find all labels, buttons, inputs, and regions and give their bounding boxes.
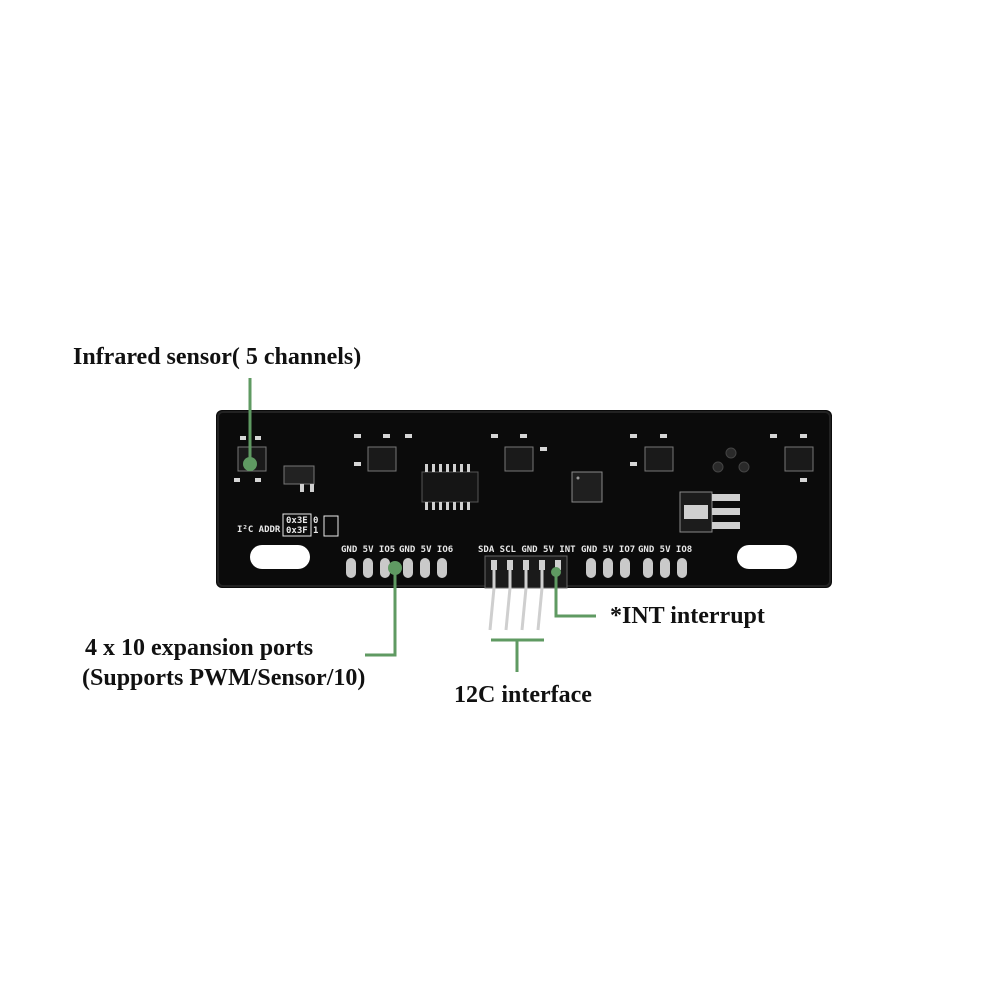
ir-sensor-3 (491, 434, 547, 472)
expansion-ports-callout-line1: 4 x 10 expansion ports (85, 635, 314, 661)
header-label-i2c: SDA SCL GND 5V INT (478, 545, 576, 555)
header-label-io5: GND 5V IO5 (341, 545, 395, 555)
expansion-marker (388, 561, 402, 575)
ir-sensor-5 (770, 434, 814, 482)
transistor (283, 465, 315, 492)
addr-bit-1: 1 (313, 526, 318, 536)
header-label-io7: GND 5V IO7 (581, 545, 635, 555)
shift-register-chip (421, 464, 479, 510)
expansion-ports-callout-line2: (Supports PWM/Sensor/10) (82, 665, 366, 691)
pads-io7-io8 (586, 558, 687, 578)
header-label-io6: GND 5V IO6 (399, 545, 453, 555)
i2c-interface-callout: 12C interface (454, 682, 592, 708)
int-marker (551, 567, 561, 577)
addr-label: I²C ADDR (237, 525, 281, 535)
mcu-chip (571, 471, 603, 503)
vias (712, 447, 750, 473)
header-label-io8: GND 5V IO8 (638, 545, 692, 555)
ir-sensor-4 (630, 434, 674, 472)
ir-sensor-2 (354, 434, 412, 472)
infrared-sensor-callout: Infrared sensor( 5 channels) (73, 344, 362, 370)
addr-value-1: 0x3F (286, 526, 308, 536)
addr-value-0: 0x3E (286, 516, 308, 526)
ir-sensor-marker (243, 457, 257, 471)
mounting-slot-right (737, 545, 797, 569)
i2c-addr-config: I²C ADDR 0x3E 0x3F 0 1 (237, 513, 339, 537)
voltage-regulator (679, 491, 740, 533)
int-interrupt-callout: *INT interrupt (610, 603, 765, 629)
mounting-slot-left (250, 545, 310, 569)
pads-io5-io6 (346, 558, 447, 578)
leader-lines (248, 378, 596, 672)
addr-bit-0: 0 (313, 516, 318, 526)
